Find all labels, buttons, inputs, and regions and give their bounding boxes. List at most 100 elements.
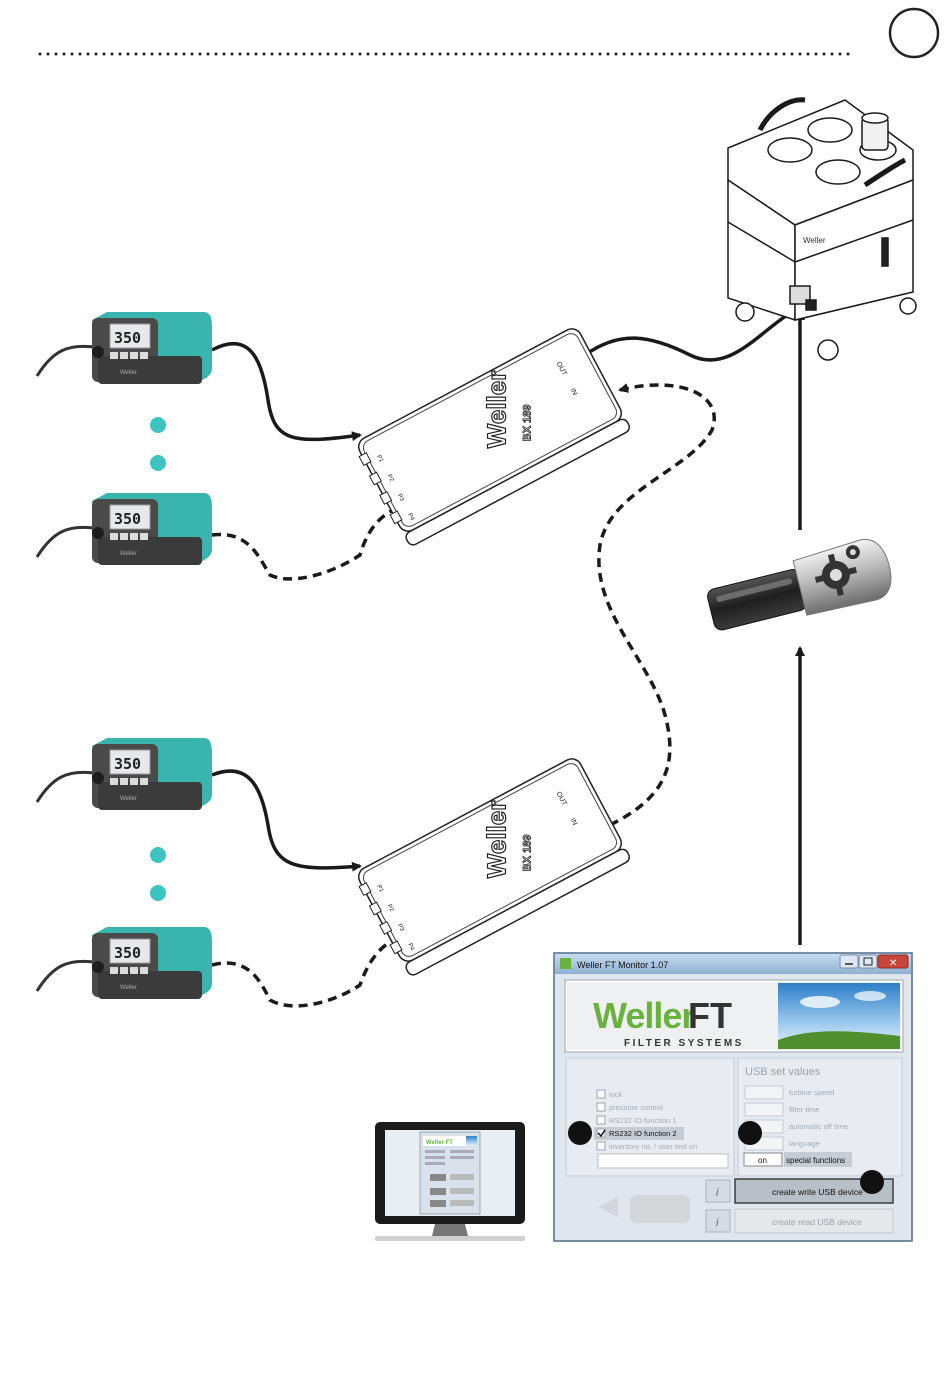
usb-stick xyxy=(707,538,892,631)
hub-port xyxy=(368,471,382,486)
checkbox[interactable] xyxy=(596,1089,606,1099)
dot xyxy=(150,455,166,471)
iron-socket xyxy=(92,527,104,539)
hub-port-label: P2 xyxy=(386,904,395,914)
iron-cable xyxy=(35,344,101,377)
iron-socket xyxy=(92,346,104,358)
cable-station2-hub1 xyxy=(211,502,407,581)
station-key[interactable] xyxy=(110,778,118,785)
logo-subtitle: FILTER SYSTEMS xyxy=(624,1038,744,1049)
fume-extractor xyxy=(727,97,917,361)
hub-brand: Weller xyxy=(481,371,511,449)
app-icon xyxy=(560,958,571,969)
station-brand: Weller xyxy=(120,551,137,557)
hub-port xyxy=(358,452,372,467)
hub-port-label: P4 xyxy=(406,512,415,522)
station-base xyxy=(98,782,202,810)
step-marker xyxy=(738,1121,762,1145)
info-button-write[interactable] xyxy=(705,1179,731,1203)
hub-port xyxy=(379,490,393,505)
station-key[interactable] xyxy=(140,352,148,359)
info-button-read[interactable] xyxy=(705,1209,731,1233)
usb-values-title: USB set values xyxy=(745,1066,821,1078)
station-key[interactable] xyxy=(120,352,128,359)
station-key[interactable] xyxy=(120,533,128,540)
step-marker xyxy=(860,1170,884,1194)
hub-port-label: P1 xyxy=(375,454,384,464)
software-window: Weller FT Monitor 1.07 ✕ Weller FT FILTE… xyxy=(553,952,913,1242)
station-base xyxy=(98,971,202,999)
station-key[interactable] xyxy=(110,967,118,974)
usb-preview-image xyxy=(598,1195,690,1223)
value-input[interactable] xyxy=(744,1102,784,1117)
station-lcd xyxy=(109,504,151,530)
station-base xyxy=(98,356,202,384)
station-key[interactable] xyxy=(110,352,118,359)
create-read-usb-label: create read USB device xyxy=(772,1217,862,1227)
hub-brand: Weller xyxy=(481,801,511,879)
station-key[interactable] xyxy=(140,778,148,785)
checkbox-label: inventory no. / user text on xyxy=(609,1142,697,1151)
station-key[interactable] xyxy=(120,967,128,974)
checkbox[interactable] xyxy=(596,1141,606,1151)
value-label: turbine speed xyxy=(789,1088,834,1097)
minimize-button[interactable] xyxy=(839,954,859,969)
inventory-input[interactable] xyxy=(597,1153,729,1169)
checkbox-label: pressure control xyxy=(609,1103,663,1112)
window-title: Weller FT Monitor 1.07 xyxy=(577,960,668,970)
station-key[interactable] xyxy=(130,533,138,540)
cable-station1-hub1 xyxy=(211,342,362,442)
station-brand: Weller xyxy=(120,370,137,376)
station-key[interactable] xyxy=(110,533,118,540)
hub-port-label: P1 xyxy=(375,884,384,894)
station-base xyxy=(98,537,202,565)
checkbox[interactable] xyxy=(596,1102,606,1112)
hub-port-label: P3 xyxy=(396,493,405,503)
maximize-button[interactable] xyxy=(858,954,878,969)
checkbox-label: RS232 IO function 1 xyxy=(609,1116,677,1125)
station-key[interactable] xyxy=(140,533,148,540)
create-read-usb-button[interactable] xyxy=(734,1208,894,1234)
computer-monitor: Weller FT xyxy=(375,1122,525,1241)
connection-lines xyxy=(211,308,805,1008)
special-value-field[interactable] xyxy=(743,1152,783,1167)
station-key[interactable] xyxy=(130,967,138,974)
special-label: special functions xyxy=(786,1156,845,1165)
iron-cable xyxy=(35,525,101,558)
hub-port-label: P2 xyxy=(386,474,395,484)
special-value: on xyxy=(758,1156,767,1165)
checkbox[interactable] xyxy=(596,1115,606,1125)
station-lcd xyxy=(109,938,151,964)
value-input[interactable] xyxy=(744,1085,784,1100)
ellipsis-dots xyxy=(150,417,166,901)
dot xyxy=(150,417,166,433)
check-icon xyxy=(597,1129,606,1138)
station-key[interactable] xyxy=(140,967,148,974)
iron-socket xyxy=(92,961,104,973)
station-key[interactable] xyxy=(120,778,128,785)
close-button[interactable] xyxy=(877,954,909,969)
iron-cable xyxy=(35,959,101,992)
port-in-label: IN xyxy=(569,387,578,396)
station-brand: Weller xyxy=(120,985,137,991)
value-label: language xyxy=(789,1139,820,1148)
iron-cable xyxy=(35,770,101,803)
station-key[interactable] xyxy=(130,778,138,785)
dot xyxy=(150,847,166,863)
page-badge xyxy=(888,7,940,59)
gear-icon xyxy=(814,545,860,597)
hub-model: BX 189 xyxy=(521,404,533,441)
station-temperature: 350 xyxy=(114,944,141,962)
hub-port-label: P4 xyxy=(406,942,415,952)
station-key[interactable] xyxy=(130,352,138,359)
checkbox-label: lock xyxy=(609,1090,623,1099)
extractor-brand: Weller xyxy=(803,236,826,245)
hub-port xyxy=(358,882,372,897)
value-label: filter time xyxy=(789,1105,819,1114)
window-controls: ✕ xyxy=(839,954,909,969)
